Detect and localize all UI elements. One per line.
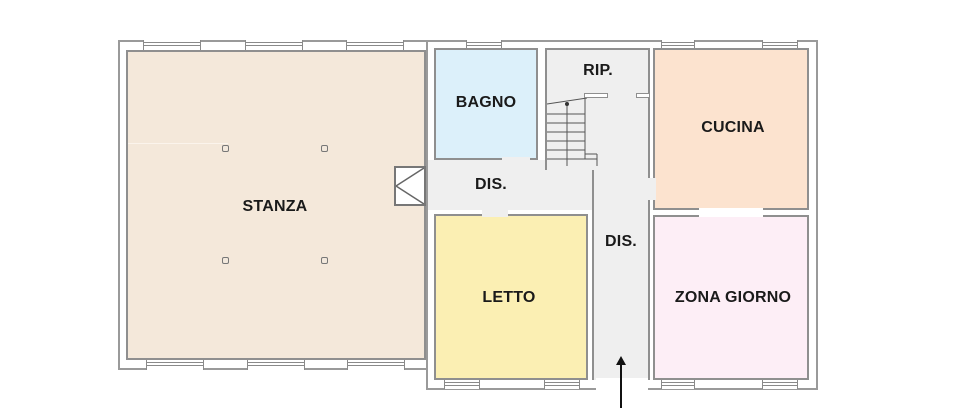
staircase [545, 96, 598, 170]
corridor-area-vertical [592, 48, 650, 380]
room-zona-giorno [653, 215, 809, 380]
window [661, 380, 695, 389]
window [762, 40, 798, 48]
pillar-icon [321, 257, 328, 264]
window [143, 40, 201, 50]
window [661, 40, 695, 48]
window [444, 380, 480, 389]
stairs-icon [546, 97, 598, 166]
door-gap [482, 205, 508, 217]
window [247, 360, 305, 370]
pillar-icon [222, 257, 229, 264]
pillar-icon [222, 145, 229, 152]
door-swing-icon [395, 167, 425, 205]
window [466, 40, 502, 48]
wall-segment [584, 93, 608, 98]
window [347, 360, 405, 370]
room-label-letto: LETTO [482, 289, 536, 306]
room-letto [434, 214, 588, 380]
door-swing [394, 166, 426, 206]
door-gap [648, 178, 656, 200]
door-gap [699, 208, 763, 217]
room-label-stanza: STANZA [242, 198, 308, 215]
window [346, 40, 404, 50]
room-label-cucina: CUCINA [701, 119, 765, 136]
entrance-arrow-line [620, 362, 622, 408]
window [146, 360, 204, 370]
room-label-dis-vertical: DIS. [605, 233, 637, 250]
door-gap [502, 157, 530, 162]
room-rip [545, 48, 650, 96]
room-label-dis-upper: DIS. [475, 176, 507, 193]
pillar-icon [321, 145, 328, 152]
room-label-zona-giorno: ZONA GIORNO [674, 289, 792, 306]
wall-segment [636, 93, 650, 98]
entrance-gap [596, 378, 648, 392]
room-stanza [126, 50, 426, 360]
faint-line [128, 143, 228, 144]
room-label-rip: RIP. [583, 62, 613, 79]
window [762, 380, 798, 389]
room-cucina [653, 48, 809, 210]
room-bagno [434, 48, 538, 160]
window [245, 40, 303, 50]
window [544, 380, 580, 389]
entrance-arrow-icon [616, 356, 626, 365]
room-label-bagno: BAGNO [455, 94, 517, 111]
